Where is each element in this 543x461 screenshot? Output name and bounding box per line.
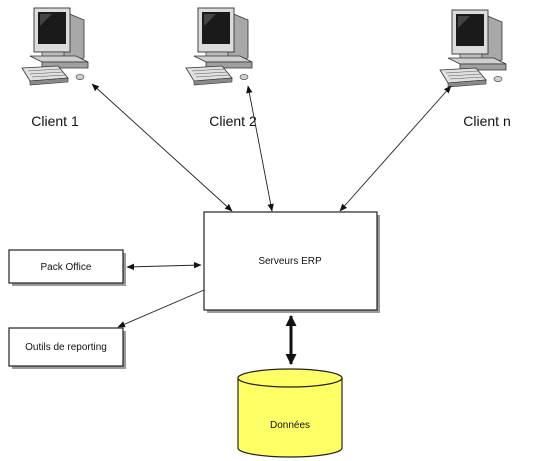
client-2-server-connector [246,85,274,212]
client-2-computer-icon [185,7,253,86]
client-n-server-connector [339,85,452,212]
client-n-computer-icon [439,9,507,88]
pack-office-label: Pack Office [41,262,92,273]
server-reporting-connector [117,289,205,328]
pack-office-server-connector [126,261,202,271]
client-1-label: Client 1 [31,113,79,129]
erp-server-box [203,211,378,311]
client-1-server-connector [91,83,233,212]
database-cylinder-icon [237,368,343,458]
client-n-label: Client n [463,113,510,129]
database-label: Données [270,420,310,431]
erp-server-label: Serveurs ERP [258,256,322,267]
client-2-label: Client 2 [209,113,257,129]
reporting-tools-label: Outils de reporting [25,342,107,353]
pack-office-box [8,249,124,284]
reporting-tools-box [8,327,124,367]
client-1-computer-icon [21,7,89,86]
